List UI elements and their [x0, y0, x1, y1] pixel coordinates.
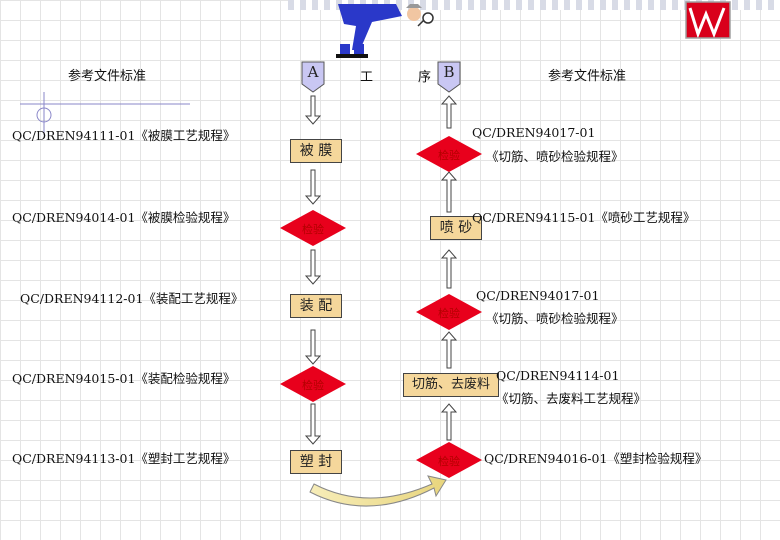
process-box-sandblast: 喷 砂 — [430, 216, 482, 240]
process-box-molding: 塑 封 — [290, 450, 342, 474]
inspection-diamond-b2: 检验 — [438, 307, 460, 320]
right-standard-1-line2: 《切筋、喷砂检验规程》 — [486, 149, 624, 164]
sequence-header: 序 — [418, 70, 432, 85]
left-reference-header: 参考文件标准 — [68, 69, 147, 84]
inspection-diamond-b1: 检验 — [438, 149, 460, 162]
right-standard-1-line1: QC/DREN94017-01 — [472, 125, 596, 140]
red-w-logo-icon — [685, 1, 731, 39]
inspection-diamond-a1: 检验 — [302, 223, 324, 236]
left-standard-4: QC/DREN94015-01《装配检验规程》 — [12, 371, 236, 386]
right-standard-2: QC/DREN94115-01《喷砂工艺规程》 — [472, 210, 696, 225]
process-box-assembly: 装 配 — [290, 294, 342, 318]
inspection-diamond-a2: 检验 — [302, 379, 324, 392]
person-bending-magnifier-icon — [336, 4, 434, 58]
right-reference-header: 参考文件标准 — [548, 69, 627, 84]
header-band — [288, 0, 780, 10]
left-standard-1: QC/DREN94111-01《被膜工艺规程》 — [12, 128, 236, 143]
left-standard-2: QC/DREN94014-01《被膜检验规程》 — [12, 210, 236, 225]
inspection-diamond-b3: 检验 — [438, 455, 460, 468]
right-standard-4-line1: QC/DREN94114-01 — [496, 368, 620, 383]
left-standard-3: QC/DREN94112-01《装配工艺规程》 — [20, 291, 244, 306]
right-standard-5: QC/DREN94016-01《塑封检验规程》 — [484, 451, 708, 466]
right-standard-4-line2: 《切筋、去废料工艺规程》 — [496, 391, 647, 406]
process-box-coating: 被 膜 — [290, 139, 342, 163]
right-standard-3-line1: QC/DREN94017-01 — [476, 288, 600, 303]
process-header: 工 — [360, 70, 374, 85]
column-b-label: B — [443, 63, 455, 81]
left-standard-5: QC/DREN94113-01《塑封工艺规程》 — [12, 451, 236, 466]
crosshair-mark — [20, 92, 190, 135]
process-box-trim-deflash: 切筋、去废料 — [403, 373, 499, 397]
right-standard-3-line2: 《切筋、喷砂检验规程》 — [486, 311, 624, 326]
column-a-label: A — [307, 63, 319, 81]
